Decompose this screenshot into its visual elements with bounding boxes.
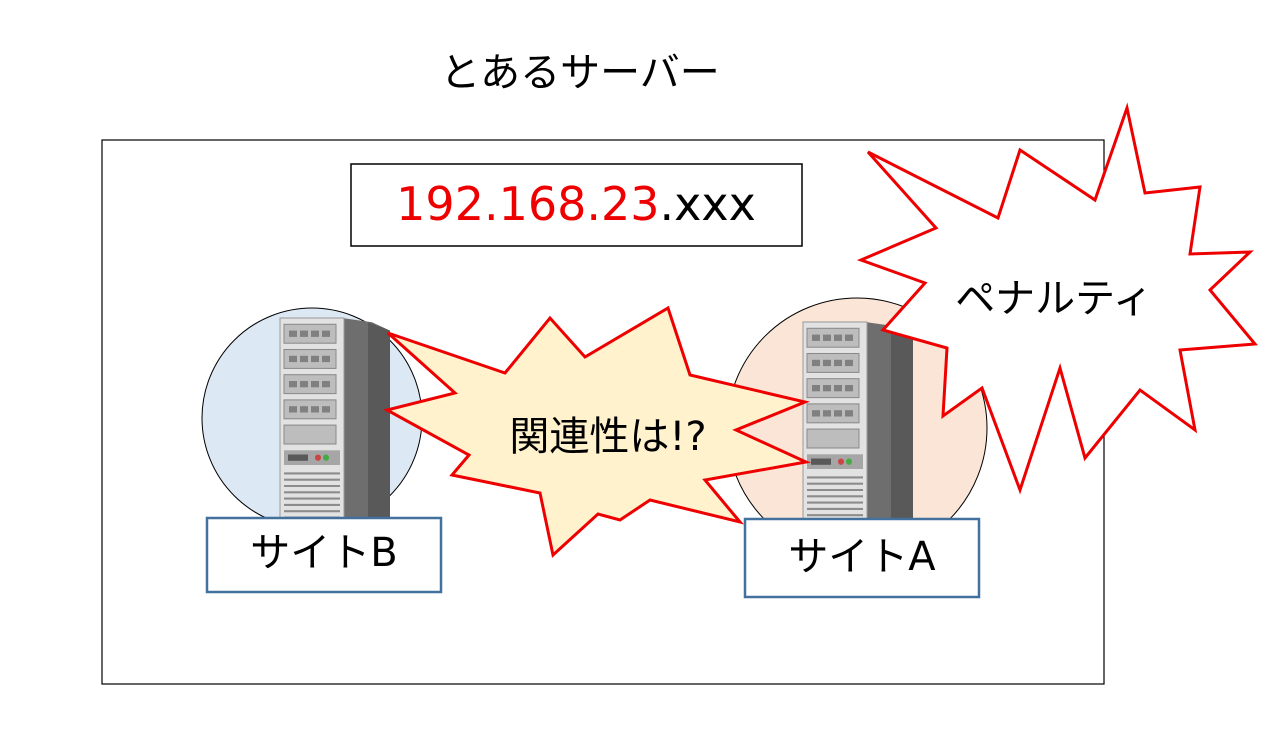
penalty-burst-label: ペナルティ — [955, 276, 1153, 322]
relation-burst-label: 関連性は!? — [509, 414, 706, 460]
ip-rest-part: .xxx — [660, 177, 756, 231]
site-a-label: サイトA — [788, 534, 936, 580]
ip-address: 192.168.23.xxx — [396, 177, 756, 231]
ip-highlighted-part: 192.168.23 — [396, 177, 659, 231]
server-tower-icon — [280, 318, 390, 524]
site-b-label: サイトB — [250, 530, 397, 576]
server-tower-icon — [803, 322, 913, 528]
diagram-title: とあるサーバー — [440, 50, 720, 96]
